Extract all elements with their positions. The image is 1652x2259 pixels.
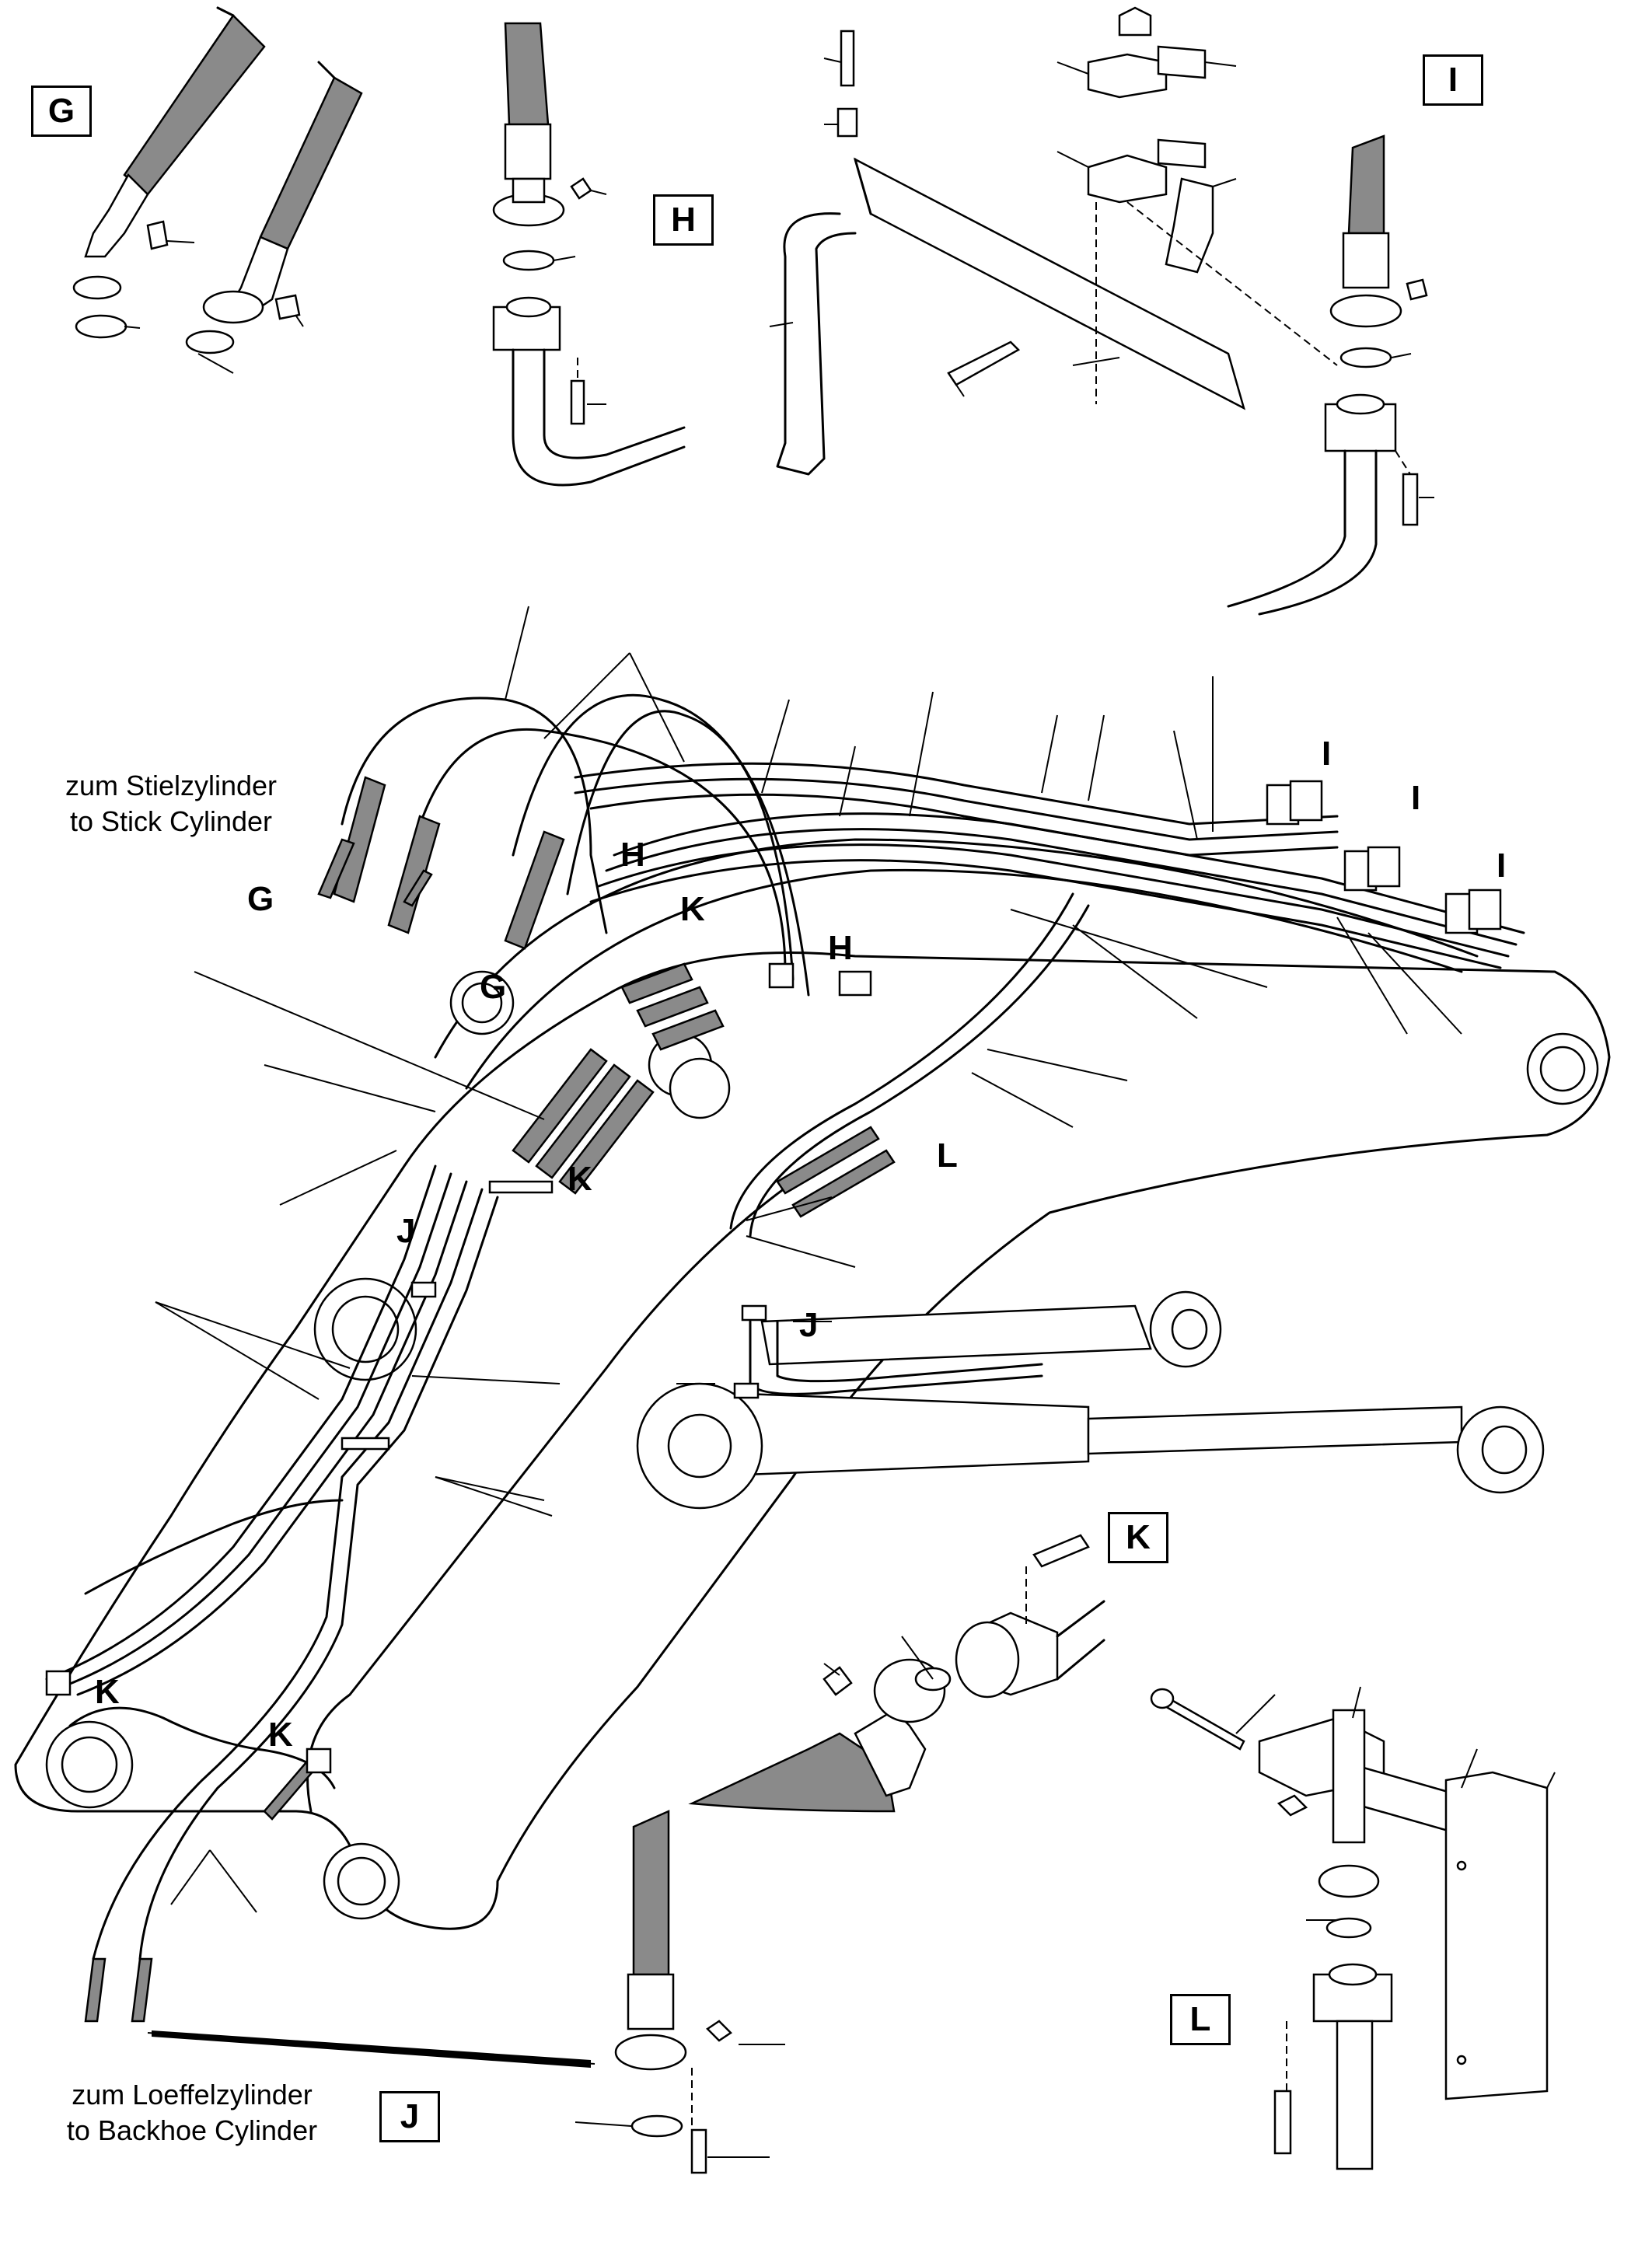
detail-label-g: G (31, 86, 92, 137)
clamp-lower (1087, 154, 1168, 204)
detail-g-drawing (72, 6, 363, 374)
detail-label-k: K (1108, 1512, 1168, 1563)
detail-l-drawing (1150, 1686, 1556, 2170)
detail-label-j: J (379, 2091, 440, 2142)
callout-g-2: G (480, 968, 507, 1006)
cover-plate-l (1444, 1771, 1549, 2100)
callout-i-3: I (1497, 847, 1507, 885)
callout-i-1: I (1322, 735, 1332, 773)
caption-stick-cylinder: zum Stielzylinder to Stick Cylinder (47, 768, 295, 840)
hose-g-right (259, 76, 363, 250)
detail-label-l: L (1170, 1994, 1231, 2045)
fitting-g-left (84, 173, 149, 258)
caption-backhoe-cylinder: zum Loeffelzylinder to Backhoe Cylinder (40, 2077, 344, 2149)
callout-k-1: K (680, 890, 705, 928)
hose-k (688, 1732, 896, 1813)
hose-h (504, 22, 550, 126)
boom-outline (14, 951, 1611, 1930)
detail-i-drawing (1227, 134, 1434, 616)
hose-i (1347, 134, 1385, 235)
caption-backhoe-cylinder-en: to Backhoe Cylinder (66, 2114, 318, 2146)
hose-g-left (123, 14, 266, 196)
callout-h-1: H (620, 836, 645, 874)
callout-h-2: H (828, 929, 853, 967)
detail-j-drawing (575, 1810, 785, 2174)
callout-j-1: J (396, 1212, 416, 1250)
callout-i-2: I (1411, 779, 1421, 817)
detail-k-drawing (688, 1534, 1105, 1813)
caption-backhoe-cylinder-de: zum Loeffelzylinder (72, 2079, 313, 2111)
callout-j-2: J (799, 1306, 819, 1344)
detail-h-drawing (492, 22, 686, 487)
callout-l-1: L (937, 1136, 958, 1175)
bracket-assembly-drawing (769, 6, 1338, 476)
hose-j (632, 1810, 670, 1976)
boom-assembly-drawing (14, 606, 1611, 2068)
cylinder-upper (760, 1304, 1152, 1366)
clamp-upper (1087, 53, 1168, 99)
callout-k-4: K (268, 1716, 293, 1754)
callout-k-2: K (568, 1160, 592, 1198)
caption-stick-cylinder-en: to Stick Cylinder (69, 805, 273, 837)
callout-g-1: G (247, 880, 274, 918)
detail-label-h: H (653, 194, 714, 246)
callout-k-3: K (95, 1673, 120, 1711)
caption-stick-cylinder-de: zum Stielzylinder (65, 770, 278, 801)
detail-label-i: I (1423, 54, 1483, 106)
